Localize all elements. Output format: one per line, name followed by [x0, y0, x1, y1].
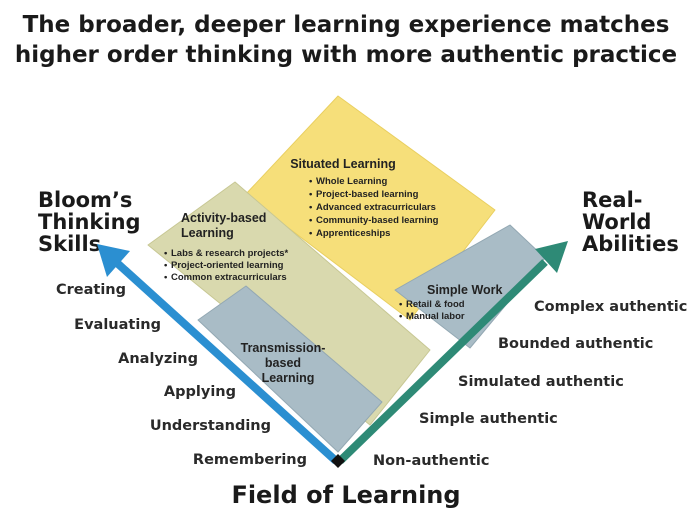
situated-bullet: • — [309, 215, 313, 226]
bloom-axis-arrowhead — [97, 244, 130, 277]
authenticity-level: Non-authentic — [373, 453, 490, 469]
activity-item: Project-oriented learning — [171, 260, 284, 271]
simple-work-item: Manual labor — [406, 311, 465, 322]
situated-bullet: • — [309, 189, 313, 200]
simple-work-bullet: • — [399, 299, 403, 310]
situated-item: Advanced extracurriculars — [316, 202, 436, 213]
activity-based-title-line: Activity-based — [181, 211, 266, 225]
bloom-level: Creating — [55, 282, 126, 298]
activity-bullet: • — [164, 248, 168, 259]
simple-work-region — [394, 224, 546, 349]
activity-bullet: • — [164, 260, 168, 271]
authenticity-level: Simple authentic — [419, 411, 558, 427]
simple-work-title: Simple Work — [427, 283, 503, 297]
page-title: The broader, deeper learning experience … — [0, 10, 692, 70]
bloom-level: Applying — [163, 384, 236, 400]
simple-work-bullet: • — [399, 311, 403, 322]
situated-item: Project-based learning — [316, 189, 419, 200]
right-axis-title-line: Abilities — [582, 232, 679, 256]
right-axis-title-line: World — [582, 210, 652, 234]
origin-marker — [331, 454, 345, 468]
activity-bullet: • — [164, 272, 168, 283]
authenticity-level: Bounded authentic — [498, 336, 654, 352]
situated-learning-region — [244, 95, 496, 321]
activity-based-learning-region — [147, 181, 431, 426]
situated-bullet: • — [309, 228, 313, 239]
bloom-level: Remembering — [192, 452, 307, 468]
title-line-2: higher order thinking with more authenti… — [14, 42, 678, 68]
transmission-title-line: based — [265, 356, 301, 370]
activity-item: Labs & research projects* — [171, 248, 289, 259]
field-of-learning-title: Field of Learning — [231, 481, 461, 509]
authenticity-axis-arrowhead — [535, 241, 568, 273]
activity-based-title-line: Learning — [181, 226, 234, 240]
bloom-level: Analyzing — [118, 351, 198, 367]
title-line-1: The broader, deeper learning experience … — [22, 12, 670, 38]
authenticity-axis-arrow — [337, 259, 548, 464]
situated-item: Apprenticeships — [316, 228, 390, 239]
situated-item: Community-based learning — [316, 215, 439, 226]
authenticity-level: Complex authentic — [534, 299, 688, 315]
bloom-axis-arrow — [113, 259, 339, 464]
left-axis-title: Bloom’s Thinking Skills — [38, 189, 141, 255]
left-axis-title-line: Thinking — [38, 210, 141, 234]
situated-bullet: • — [309, 176, 313, 187]
situated-bullet: • — [309, 202, 313, 213]
right-axis-title-line: Real- — [582, 188, 643, 212]
left-axis-title-line: Bloom’s — [38, 188, 133, 212]
transmission-title-line: Learning — [262, 371, 315, 385]
activity-item: Common extracurriculars — [171, 272, 287, 283]
transmission-based-learning-region — [197, 285, 383, 453]
left-axis-title-line: Skills — [38, 232, 102, 256]
transmission-title-line: Transmission- — [241, 341, 326, 355]
bloom-level: Evaluating — [74, 317, 161, 333]
authenticity-level: Simulated authentic — [458, 374, 624, 390]
situated-item: Whole Learning — [316, 176, 387, 187]
simple-work-item: Retail & food — [406, 299, 465, 310]
bloom-level: Understanding — [149, 418, 271, 434]
situated-learning-title: Situated Learning — [290, 157, 396, 171]
right-axis-title: Real- World Abilities — [582, 189, 679, 255]
